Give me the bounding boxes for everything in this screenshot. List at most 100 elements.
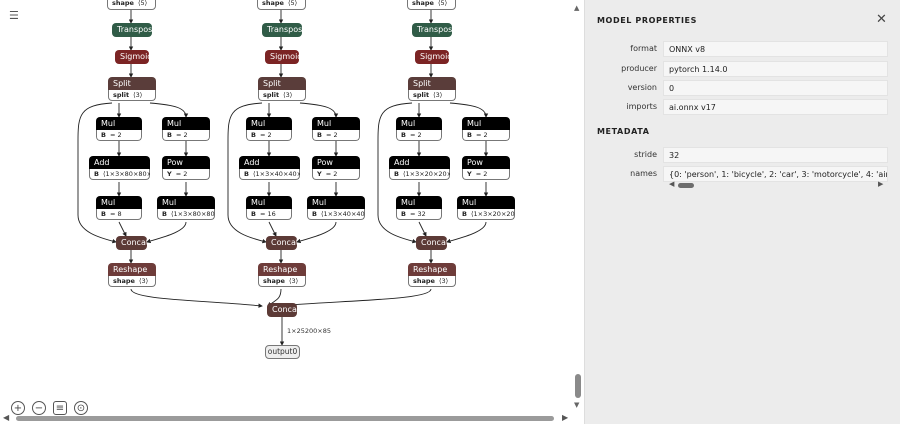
node-label: Transpose <box>117 25 152 34</box>
scroll-right-icon[interactable]: ▶ <box>562 413 569 422</box>
attr-key: B <box>462 209 467 218</box>
node-header: Mul <box>312 117 360 130</box>
node-label: Split <box>263 78 281 88</box>
transpose-node[interactable]: Transpose <box>262 23 302 37</box>
node-header: Add <box>389 156 450 169</box>
prop-value[interactable]: 32 <box>663 147 888 163</box>
final-concat-node[interactable]: Concat <box>267 303 297 317</box>
concat-node[interactable]: Concat <box>266 236 297 250</box>
node-label: Reshape <box>113 264 148 274</box>
attr-value: ⟨1×3×20×20×2⟩ <box>402 169 450 178</box>
node-header: Sigmoid <box>265 50 299 64</box>
node-label: Reshape <box>263 264 298 274</box>
top-reshape-node[interactable]: shape⟨5⟩ <box>407 0 456 10</box>
vertical-scrollbar[interactable] <box>575 374 581 398</box>
concat-node[interactable]: Concat <box>116 236 147 250</box>
graph-edge <box>449 102 489 118</box>
prop-key: imports <box>626 102 657 111</box>
scroll-up-icon[interactable]: ▲ <box>574 4 580 12</box>
horizontal-scrollbar[interactable] <box>16 416 554 421</box>
menu-hamburger-icon[interactable]: ☰ <box>9 9 19 22</box>
node-header: Mul <box>396 196 442 209</box>
node-header: Sigmoid <box>115 50 149 64</box>
names-scroll-right-icon[interactable]: ▶ <box>878 180 884 188</box>
sigmoid-node[interactable]: Sigmoid <box>415 50 449 64</box>
list-icon[interactable]: ≡ <box>53 401 67 415</box>
zoom-in-icon[interactable]: + <box>11 401 25 415</box>
sigmoid-node[interactable]: Sigmoid <box>115 50 149 64</box>
sigmoid-node[interactable]: Sigmoid <box>265 50 299 64</box>
node-header: Pow <box>462 156 510 169</box>
node-header: Concat <box>116 236 147 250</box>
attr-key: B <box>101 130 106 139</box>
scroll-down-icon[interactable]: ▼ <box>574 401 580 409</box>
fit-view-icon[interactable]: ⊙ <box>74 401 88 415</box>
names-scroll-left-icon[interactable]: ◀ <box>669 180 675 188</box>
prop-value[interactable]: ONNX v8 <box>663 41 888 57</box>
node-header: Mul <box>462 117 510 130</box>
node-attribute: Y= 2 <box>312 169 360 180</box>
top-reshape-node[interactable]: shape⟨5⟩ <box>107 0 156 10</box>
edge-shape-label: 1×25200×85 <box>287 327 331 335</box>
prop-key: producer <box>621 64 657 73</box>
graph-edge <box>296 221 337 244</box>
attr-value: = 2 <box>409 130 422 139</box>
graph-edge <box>268 221 277 237</box>
node-header: Sigmoid <box>415 50 449 64</box>
graph-edge <box>227 102 267 244</box>
node-attribute: Y= 2 <box>462 169 510 180</box>
scroll-left-icon[interactable]: ◀ <box>3 413 10 422</box>
top-reshape-node[interactable]: shape⟨5⟩ <box>257 0 306 10</box>
attr-key: shape <box>112 0 134 7</box>
output-node[interactable]: output0 <box>265 345 300 359</box>
attr-key: B <box>101 209 106 218</box>
prop-value[interactable]: 0 <box>663 80 888 96</box>
transpose-node[interactable]: Transpose <box>412 23 452 37</box>
prop-value[interactable]: pytorch 1.14.0 <box>663 61 888 77</box>
prop-value[interactable]: ai.onnx v17 <box>663 99 888 115</box>
node-header: Mul <box>162 117 210 130</box>
transpose-node[interactable]: Transpose <box>112 23 152 37</box>
node-label: Sigmoid <box>270 52 299 61</box>
node-label: Sigmoid <box>420 52 449 61</box>
attr-value: = 32 <box>409 209 426 218</box>
node-label: Transpose <box>267 25 302 34</box>
concat-node[interactable]: Concat <box>416 236 447 250</box>
close-icon[interactable]: ✕ <box>876 12 887 27</box>
node-header: Reshape <box>408 263 456 276</box>
graph-canvas[interactable]: ☰ shape⟨5⟩TransposeSigmoidSplitsplit⟨3⟩M… <box>0 0 584 424</box>
graph-edge <box>146 221 187 244</box>
attr-key: shape <box>113 276 135 285</box>
node-attribute: split⟨3⟩ <box>108 90 156 101</box>
node-header: Pow <box>312 156 360 169</box>
prop-value[interactable]: {0: 'person', 1: 'bicycle', 2: 'car', 3:… <box>663 166 888 182</box>
names-scrollbar[interactable] <box>678 183 694 188</box>
attr-value: ⟨1×3×40×40×2⟩ <box>320 209 365 218</box>
node-label: Mul <box>101 197 116 207</box>
zoom-out-icon[interactable]: − <box>32 401 46 415</box>
